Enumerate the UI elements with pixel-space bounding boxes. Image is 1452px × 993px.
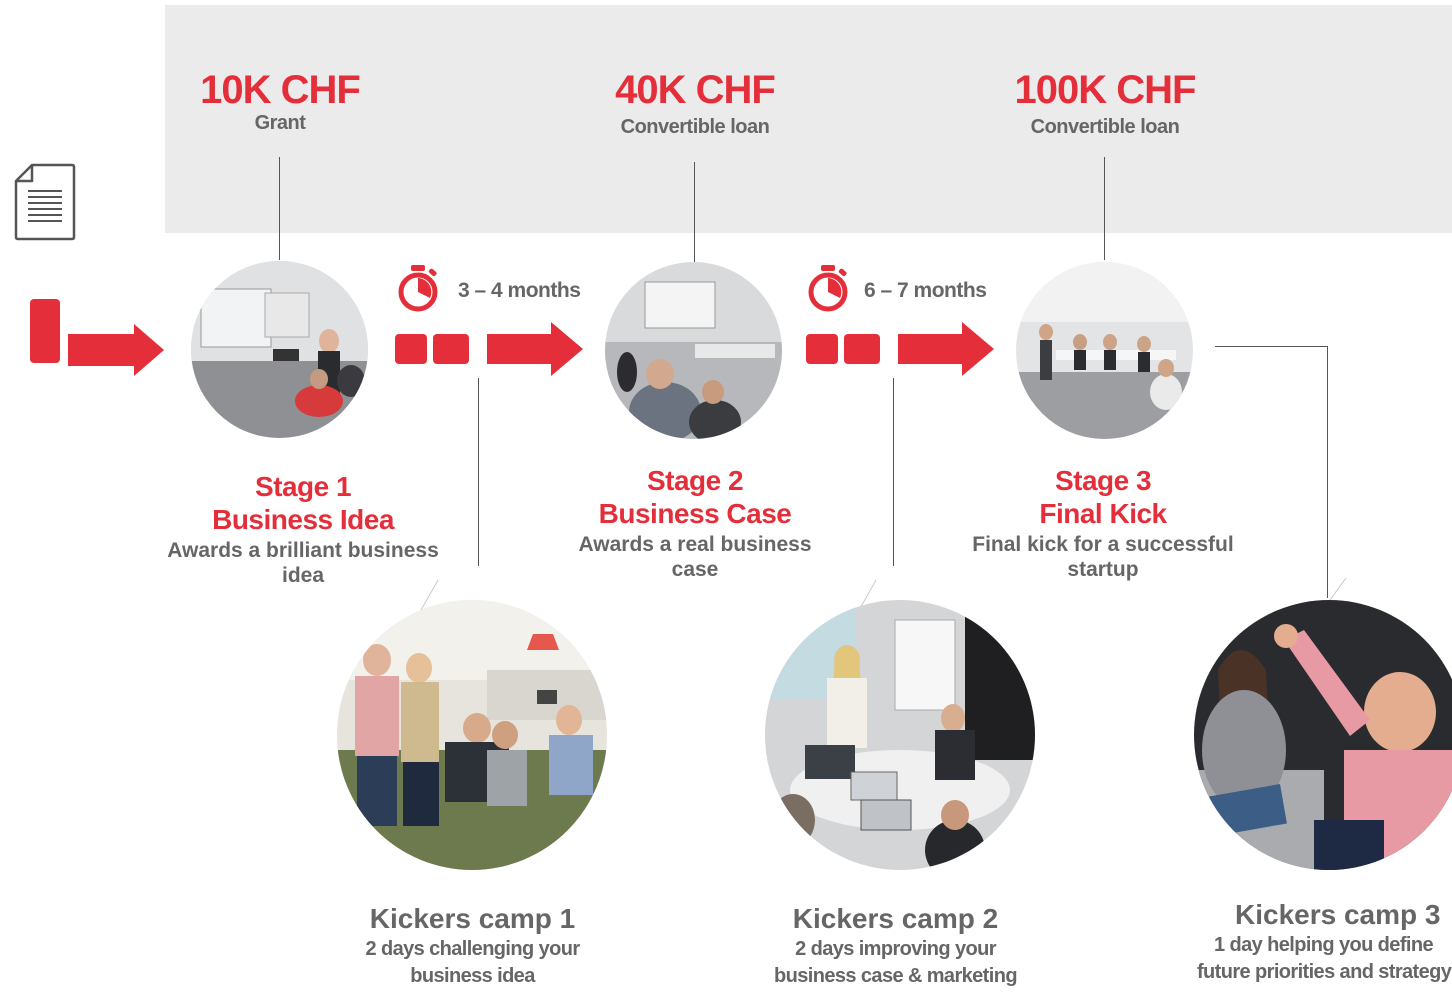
stage-number: Stage 2 (646, 465, 744, 496)
camp-desc-line: future priorities and strategy (1197, 961, 1452, 983)
funding-stage-2: 40K CHF Convertible loan (565, 68, 825, 138)
stage-name: Business Case (598, 498, 792, 529)
connector-line (1215, 346, 1328, 347)
camp-title: Kickers camp 3 (1235, 899, 1441, 930)
arrow-right-icon (66, 324, 166, 381)
funding-amount: 100K CHF (1014, 68, 1197, 112)
start-block (30, 299, 60, 363)
funding-type: Grant (254, 112, 306, 134)
camp-desc-line: 2 days challenging your (365, 938, 580, 960)
connector-line (279, 157, 280, 260)
camp-1-photo (337, 600, 607, 870)
stage-2: Stage 2 Business Case Awards a real busi… (545, 464, 845, 582)
stage-name: Final Kick (1039, 498, 1167, 529)
connector-line (1104, 157, 1105, 260)
arrow-right-icon (485, 322, 585, 381)
funding-type: Convertible loan (1030, 116, 1180, 138)
camp-desc-line: business idea (410, 965, 535, 987)
stage-desc-line: Final kick for a successful (972, 533, 1234, 556)
stopwatch-icon (396, 264, 446, 319)
arrow-right-icon (896, 322, 996, 381)
connector-line (478, 378, 479, 566)
camp-1: Kickers camp 1 2 days challenging your b… (305, 902, 640, 990)
funding-type: Convertible loan (620, 116, 770, 138)
stopwatch-icon (806, 264, 856, 319)
stage-number: Stage 1 (254, 471, 352, 502)
stage-desc-line: idea (281, 564, 325, 587)
progress-dash (395, 334, 427, 364)
stage-3: Stage 3 Final Kick Final kick for a succ… (940, 464, 1266, 582)
progress-dash (844, 334, 880, 364)
stage-1-photo (191, 261, 368, 438)
camp-2-photo (765, 600, 1035, 870)
camp-desc-line: business case & marketing (774, 965, 1018, 987)
funding-stage-3: 100K CHF Convertible loan (975, 68, 1235, 138)
progress-dash (806, 334, 838, 364)
stage-desc-line: Awards a real business (578, 533, 812, 556)
stage-name: Business Idea (212, 504, 394, 535)
duration-label: 3 – 4 months (458, 279, 581, 302)
camp-3: Kickers camp 3 1 day helping you define … (1190, 898, 1452, 986)
progress-dash (433, 334, 469, 364)
stage-desc-line: startup (1067, 558, 1139, 581)
connector-line (694, 162, 695, 262)
camp-2: Kickers camp 2 2 days improving your bus… (728, 902, 1063, 990)
camp-3-photo (1194, 600, 1452, 870)
funding-stage-1: 10K CHF Grant (150, 68, 410, 134)
document-icon (14, 163, 76, 246)
duration-label: 6 – 7 months (864, 279, 987, 302)
stage-desc-line: Awards a brilliant business (167, 539, 439, 562)
camp-title: Kickers camp 1 (369, 903, 576, 934)
camp-desc-line: 2 days improving your (795, 938, 996, 960)
funding-amount: 10K CHF (200, 68, 361, 112)
camp-desc-line: 1 day helping you define (1214, 934, 1434, 956)
stage-number: Stage 3 (1054, 465, 1152, 496)
funding-amount: 40K CHF (615, 68, 776, 112)
connector-line (893, 378, 894, 566)
connector-line (1327, 346, 1328, 598)
camp-title: Kickers camp 2 (792, 903, 999, 934)
funding-band (165, 5, 1452, 233)
stage-1: Stage 1 Business Idea Awards a brilliant… (140, 470, 466, 588)
stage-desc-line: case (671, 558, 719, 581)
